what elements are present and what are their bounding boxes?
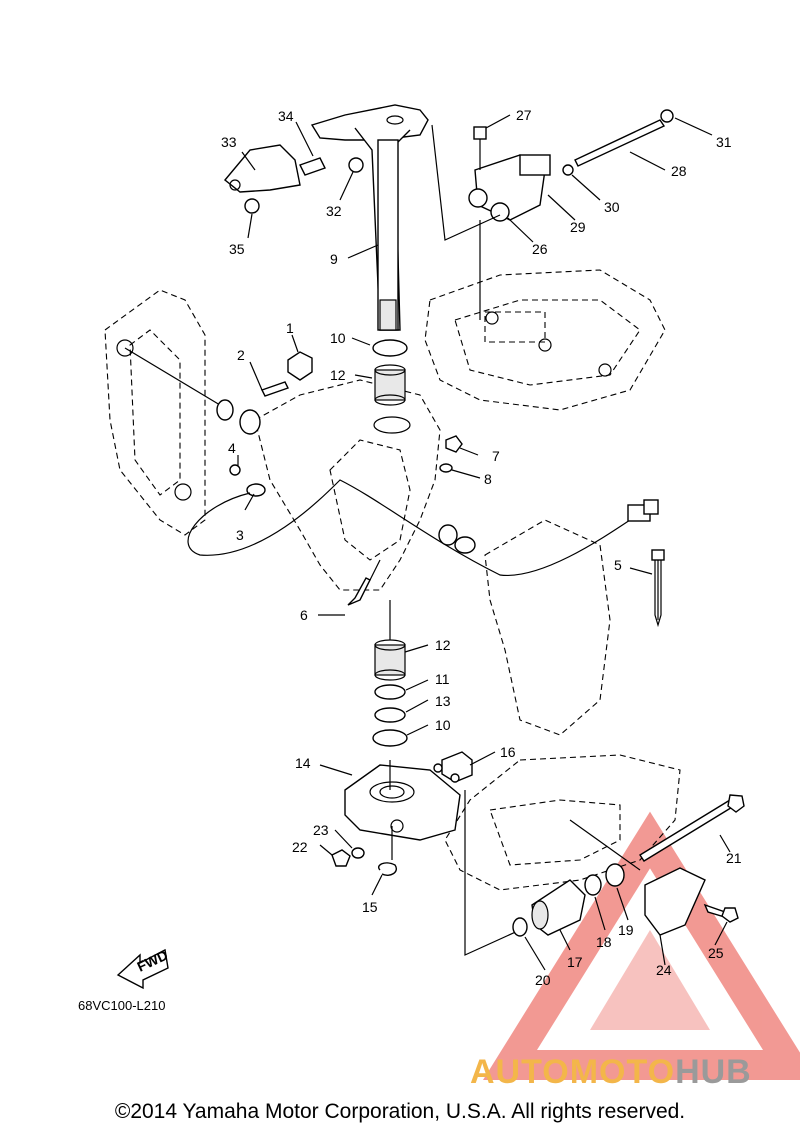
part-labels: 1 2 3 4 5 6 7 8 9 10 10 11 12 12 13 14 1… xyxy=(221,107,742,988)
label-3: 3 xyxy=(236,527,244,543)
screw-6 xyxy=(347,559,381,606)
label-8: 8 xyxy=(484,471,492,487)
watermark-text-2: HUB xyxy=(675,1053,752,1091)
upper-bushing-stack xyxy=(372,339,408,406)
label-12-lower: 12 xyxy=(435,637,451,653)
fwd-arrow-icon: FWD xyxy=(116,947,170,990)
top-cowling-bracket-outline xyxy=(424,269,666,411)
label-2: 2 xyxy=(237,347,245,363)
lower-mount-housing xyxy=(344,760,461,841)
label-10-upper: 10 xyxy=(330,330,346,346)
label-34: 34 xyxy=(278,108,294,124)
left-small-parts xyxy=(187,351,659,576)
label-30: 30 xyxy=(604,199,620,215)
label-1: 1 xyxy=(286,320,294,336)
label-20: 20 xyxy=(535,972,551,988)
label-4: 4 xyxy=(228,440,236,456)
label-26: 26 xyxy=(532,241,548,257)
lower-bushing-stack xyxy=(372,600,408,747)
label-5: 5 xyxy=(614,557,622,573)
copyright-footer: ©2014 Yamaha Motor Corporation, U.S.A. A… xyxy=(114,1100,686,1123)
watermark-logo: AUTOMOTOHUB xyxy=(470,1053,752,1092)
nut-washer-right xyxy=(438,435,476,554)
label-6: 6 xyxy=(300,607,308,623)
swivel-bracket-outline xyxy=(104,289,206,536)
label-12-upper: 12 xyxy=(330,367,346,383)
label-35: 35 xyxy=(229,241,245,257)
label-32: 32 xyxy=(326,203,342,219)
label-13: 13 xyxy=(435,693,451,709)
connector-lines-top xyxy=(124,124,501,406)
label-28: 28 xyxy=(671,163,687,179)
steering-shaft xyxy=(310,104,429,331)
label-23: 23 xyxy=(313,822,329,838)
label-33: 33 xyxy=(221,134,237,150)
label-9: 9 xyxy=(330,251,338,267)
swivel-body-outline xyxy=(254,379,441,591)
label-31: 31 xyxy=(716,134,732,150)
label-16: 16 xyxy=(500,744,516,760)
bracket-33 xyxy=(224,144,364,214)
long-bolt-21 xyxy=(639,794,745,862)
stopper-assembly xyxy=(468,109,674,222)
label-21: 21 xyxy=(726,850,742,866)
lower-small-parts xyxy=(331,751,521,956)
label-10-lower: 10 xyxy=(435,717,451,733)
label-25: 25 xyxy=(708,945,724,961)
watermark-triangle-icon xyxy=(483,811,800,1080)
watermark-text-1: AUTOMOTO xyxy=(470,1053,676,1091)
cable-tie xyxy=(651,549,665,628)
label-11: 11 xyxy=(435,671,450,687)
label-22: 22 xyxy=(292,839,308,855)
label-27: 27 xyxy=(516,107,532,123)
label-24: 24 xyxy=(656,962,672,978)
leader-lines xyxy=(237,114,731,971)
rear-mount-parts xyxy=(512,819,739,937)
label-29: 29 xyxy=(570,219,586,235)
label-7: 7 xyxy=(492,448,500,464)
label-15: 15 xyxy=(362,899,378,915)
label-19: 19 xyxy=(618,922,634,938)
label-17: 17 xyxy=(567,954,583,970)
label-18: 18 xyxy=(596,934,612,950)
drawing-code: 68VC100-L210 xyxy=(78,998,165,1013)
label-14: 14 xyxy=(295,755,311,771)
